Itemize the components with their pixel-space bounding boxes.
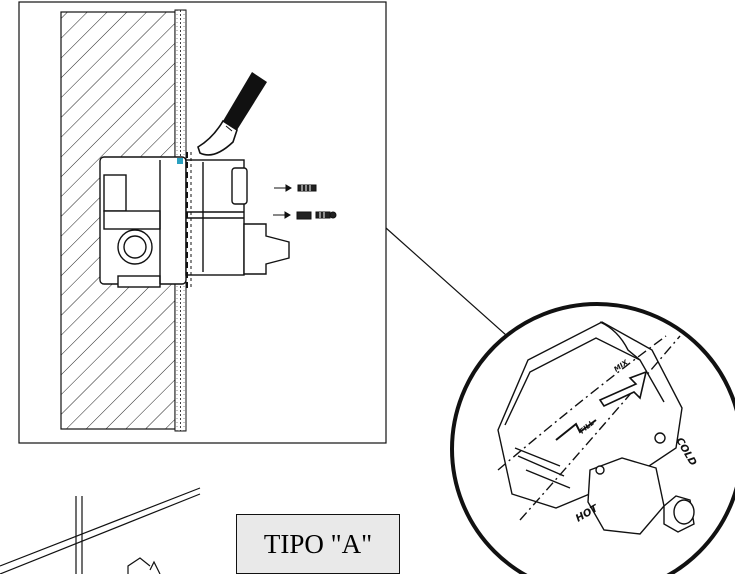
- valve-body: [99, 156, 290, 288]
- detail-circle: HOT COLD MIX FILL: [450, 302, 735, 574]
- cut-line: [177, 152, 192, 289]
- screw-set: [273, 184, 337, 220]
- screw-icon: [296, 211, 312, 220]
- screw-arrow-icon: [274, 184, 292, 192]
- screw-icon: [315, 211, 337, 219]
- type-label-box: TIPO "A": [236, 514, 400, 574]
- main-figure: [18, 1, 387, 444]
- screw-arrow-icon: [273, 211, 291, 219]
- type-label: TIPO "A": [263, 528, 373, 559]
- lower-sketch: [0, 487, 201, 574]
- cutter-knife-icon: [197, 72, 267, 156]
- screw-icon: [297, 184, 317, 192]
